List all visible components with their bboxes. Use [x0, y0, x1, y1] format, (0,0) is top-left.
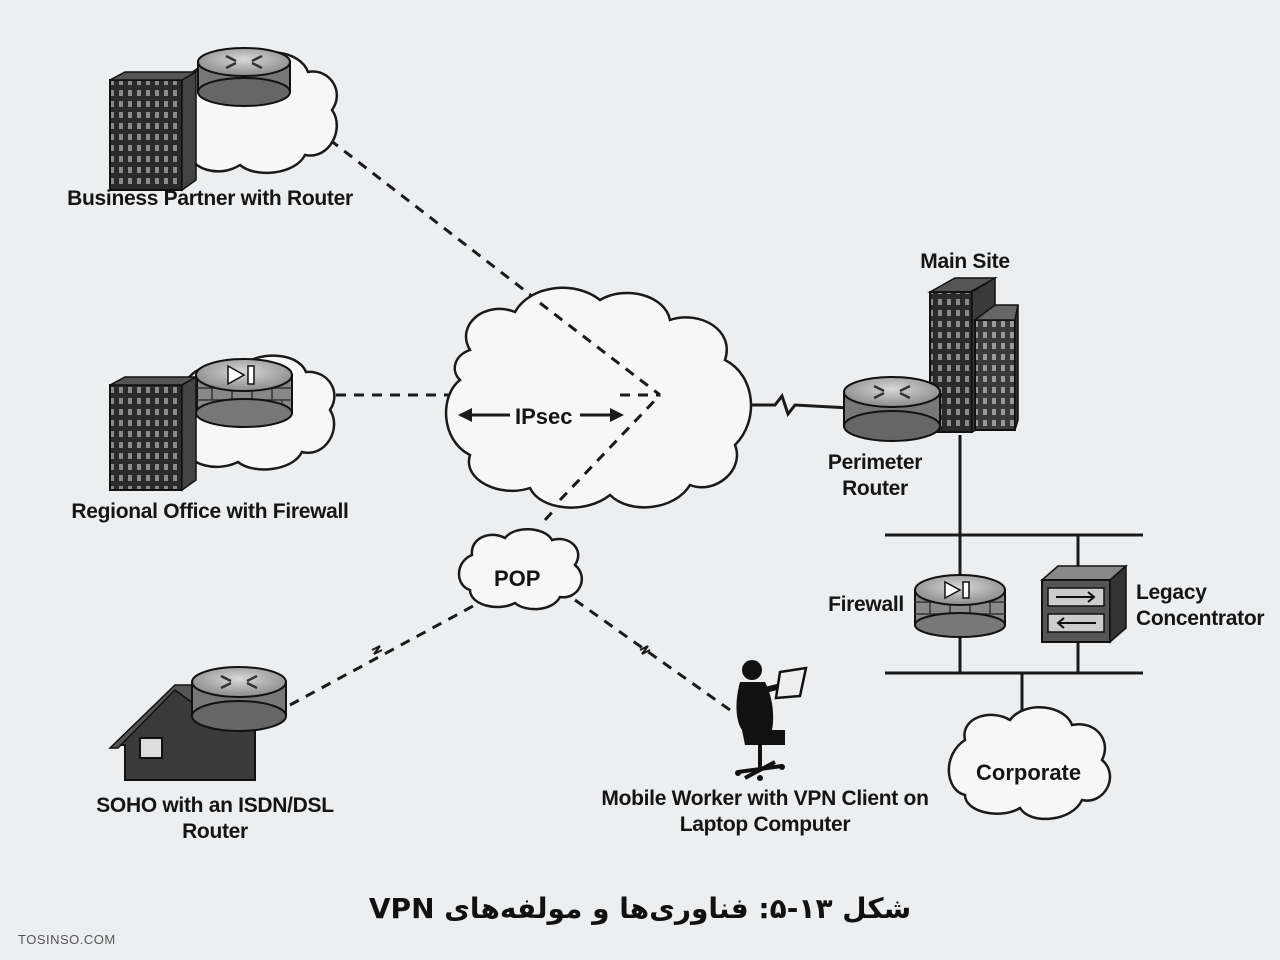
- dialup-mark: [639, 645, 651, 655]
- label-business-partner: Business Partner with Router: [67, 187, 353, 210]
- building-icon: [109, 79, 183, 191]
- firewall-icon: [195, 358, 293, 428]
- router-icon: [191, 666, 287, 732]
- concentrator-icon: [1040, 564, 1128, 644]
- perimeter-router-icon: [843, 376, 941, 442]
- router-icon: [197, 47, 291, 107]
- building-icon: [109, 384, 183, 491]
- tunnel-pop-inside: [558, 393, 662, 502]
- watermark: TOSINSO.COM: [18, 932, 116, 947]
- label-mobile-worker: Mobile Worker with VPN Client on Laptop …: [601, 787, 929, 836]
- figure-caption: شکل ۱۳-۵: فناوری‌ها و مولفه‌های VPN: [368, 892, 912, 925]
- label-corporate: Corporate: [976, 760, 1082, 785]
- main-firewall-icon: [914, 574, 1006, 638]
- serial-link: [745, 392, 851, 418]
- regional-office-site: [109, 354, 336, 492]
- label-perimeter-router: Perimeter Router: [827, 451, 923, 500]
- label-regional-office: Regional Office with Firewall: [71, 500, 349, 523]
- mobile-worker: [735, 660, 808, 781]
- label-soho: SOHO with an ISDN/DSL Router: [96, 794, 334, 843]
- internet-cloud: [444, 286, 753, 509]
- label-firewall: Firewall: [828, 593, 904, 616]
- tunnel-soho: [289, 603, 476, 707]
- pop-cloud: [457, 528, 583, 611]
- laptop-icon: [774, 666, 808, 700]
- tunnel-mobile-worker: [574, 598, 731, 712]
- label-ipsec: IPsec: [515, 404, 573, 429]
- dialup-mark-2: [371, 645, 383, 655]
- business-partner-site: [109, 47, 338, 192]
- label-main-site: Main Site: [920, 250, 1010, 273]
- tunnel-bp-inside: [539, 301, 661, 397]
- soho-site: [108, 666, 287, 781]
- main-site: [843, 276, 1019, 442]
- corporate-cloud: [947, 706, 1112, 821]
- label-pop: POP: [494, 566, 541, 591]
- person-icon: [742, 660, 762, 680]
- label-legacy-concentrator: Legacy Concentrator: [1136, 581, 1265, 630]
